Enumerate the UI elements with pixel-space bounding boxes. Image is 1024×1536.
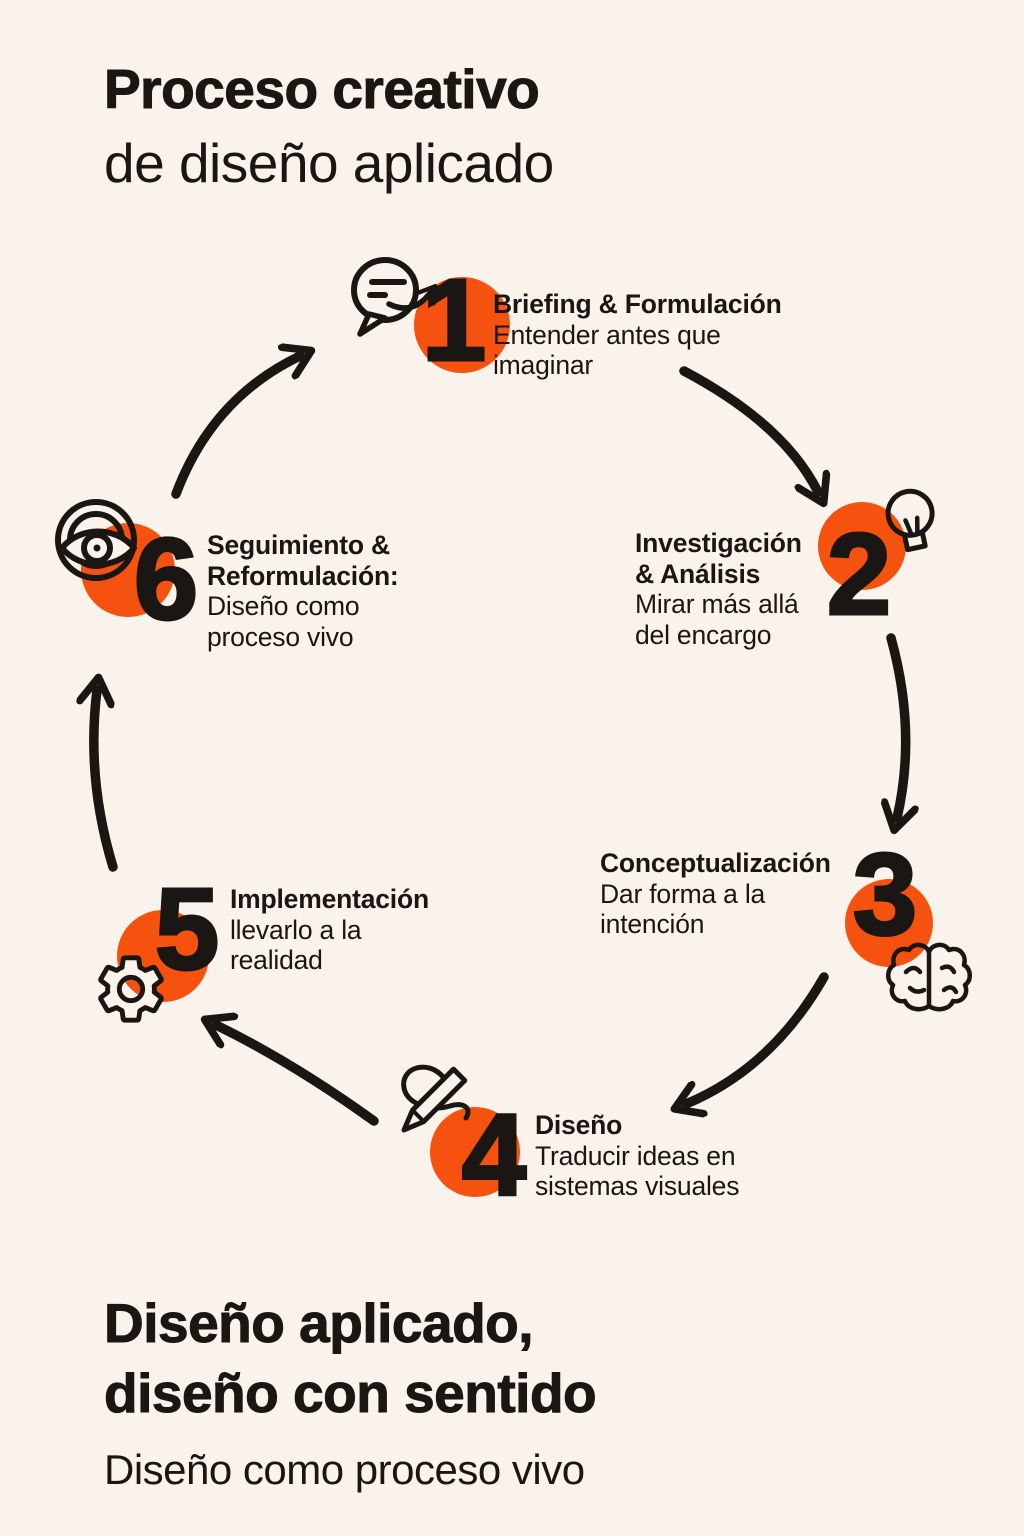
arrow-5-to-6 [94,690,118,872]
page-title-bold: Proceso creativo [104,58,541,121]
brain-icon [886,942,972,1012]
gear-icon [98,955,164,1023]
step-4-title: Diseño [535,1110,623,1140]
step-3-circle [845,879,933,967]
step-5-text: Implementación llevarlo a la realidad [230,884,429,976]
step-4-circle [430,1107,520,1197]
step-1-title: Briefing & Formulación [493,289,782,319]
pencil-icon [401,1064,471,1133]
step-5-desc: llevarlo a la realidad [230,914,362,976]
footer: Diseño aplicado, diseño con sentido Dise… [103,1288,597,1494]
step-2-desc: Mirar más allá del encargo [635,589,799,650]
step-2-circle [818,502,906,590]
step-3-title: Conceptualización [600,848,831,878]
footer-title: Diseño aplicado, diseño con sentido [103,1292,597,1425]
step-6-text: Seguimiento & Reformulación: Diseño como… [207,530,399,652]
step-2-title: Investigación & Análisis [635,528,802,589]
step-5-number: 5 [153,864,221,994]
step-3-number: 3 [851,829,919,959]
step-2-number: 2 [825,509,893,639]
arrow-1-to-2 [679,366,818,492]
step-2-text: Investigación & Análisis Mirar más allá … [635,528,802,650]
eye-icon [55,499,137,581]
arrow-3-to-4 [686,972,829,1104]
step-4-text: Diseño Traducir ideas en sistemas visual… [535,1110,739,1202]
page-title-regular: de diseño aplicado [104,132,554,194]
page-title: Proceso creativo de diseño aplicado [104,52,555,200]
step-1-number: 1 [420,255,488,385]
speech-bubble-icon [351,257,447,337]
step-3-text: Conceptualización Dar forma a la intenci… [600,848,831,940]
arrow-2-to-3 [891,633,906,818]
step-1-text: Briefing & Formulación Entender antes qu… [493,289,782,381]
step-1-desc: Entender antes que imaginar [493,319,721,381]
step-6-title: Seguimiento & Reformulación: [207,530,399,591]
step-3-desc: Dar forma a la intención [600,878,766,940]
step-4-desc: Traducir ideas en sistemas visuales [535,1140,740,1202]
lightbulb-icon [885,488,935,553]
step-6-desc: Diseño como proceso vivo [207,591,360,652]
arrow-4-to-5 [216,1025,379,1126]
arrow-6-to-1 [171,356,300,499]
step-4-number: 4 [460,1090,528,1220]
step-5-title: Implementación [230,884,429,914]
footer-subtitle: Diseño como proceso vivo [104,1446,585,1493]
step-6-number: 6 [132,514,200,644]
